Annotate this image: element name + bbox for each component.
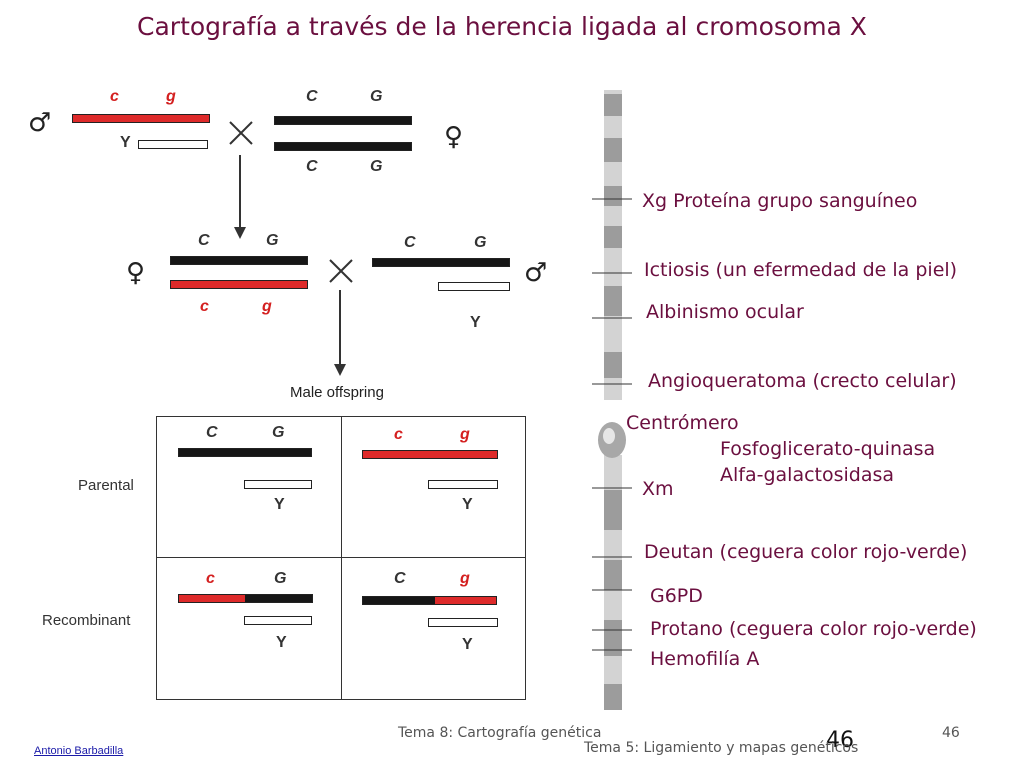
x-chromosome-ideogram: [592, 90, 632, 710]
female-symbol: ♀: [126, 258, 146, 288]
gene-label-g6pd: G6PD: [650, 585, 703, 607]
grid-divider: [157, 557, 525, 558]
gene-label-fosfoglicerato: Fosfoglicerato-quinasa: [720, 438, 936, 460]
x-chromosome-bar-left: [178, 594, 246, 603]
x-chromosome-bar-right: [245, 594, 313, 603]
x-chromosome-bar: [274, 116, 412, 125]
footer-subtitle: Tema 5: Ligamiento y mapas genéticos: [584, 740, 859, 756]
y-label: Y: [470, 314, 481, 331]
x-chromosome-bar: [170, 256, 308, 265]
x-chromosome-bar: [362, 450, 498, 459]
allele-label: G: [370, 158, 383, 175]
y-chromosome-bar: [138, 140, 208, 149]
footer-topic: Tema 8: Cartografía genética: [398, 725, 602, 741]
y-chromosome-bar: [428, 618, 498, 627]
allele-label: C: [206, 424, 218, 441]
allele-label: G: [370, 88, 383, 105]
arrow-down: [334, 290, 346, 376]
x-chromosome-bar: [72, 114, 210, 123]
allele-label: c: [200, 298, 209, 315]
allele-label: C: [404, 234, 416, 251]
cross-symbol: [229, 121, 253, 145]
x-chromosome-bar: [170, 280, 308, 289]
female-symbol: ♀: [444, 122, 464, 152]
x-chromosome-bar: [274, 142, 412, 151]
x-chromosome-bar-left: [362, 596, 436, 605]
allele-label: c: [394, 426, 403, 443]
x-chromosome-bar: [178, 448, 312, 457]
allele-label: C: [306, 158, 318, 175]
cross-symbol: [329, 259, 353, 283]
y-chromosome-bar: [244, 616, 312, 625]
allele-label: c: [206, 570, 215, 587]
allele-label: g: [262, 298, 272, 315]
gene-label-deutan: Deutan (ceguera color rojo-verde): [644, 541, 968, 563]
y-label: Y: [462, 496, 473, 513]
gene-label-galactosidasa: Alfa-galactosidasa: [720, 464, 895, 486]
allele-label: c: [110, 88, 119, 105]
gene-label-xm: Xm: [642, 478, 674, 500]
allele-label: g: [166, 88, 176, 105]
gene-label-ictiosis: Ictiosis (un efermedad de la piel): [644, 259, 958, 281]
y-label: Y: [462, 636, 473, 653]
allele-label: g: [460, 426, 470, 443]
row-label-parental: Parental: [78, 477, 134, 494]
y-chromosome-bar: [244, 480, 312, 489]
y-chromosome-bar: [438, 282, 510, 291]
male-symbol: ♂: [524, 258, 548, 288]
allele-label: G: [274, 570, 287, 587]
x-chromosome-bar: [372, 258, 510, 267]
row-label-recombinant: Recombinant: [42, 612, 131, 629]
gene-label-albinismo: Albinismo ocular: [646, 301, 804, 323]
x-chromosome-bar-right: [435, 596, 497, 605]
y-label: Y: [274, 496, 285, 513]
offspring-grid: [156, 416, 526, 700]
male-symbol: ♂: [28, 108, 52, 138]
page-number-large: 46: [826, 728, 854, 753]
y-label: Y: [276, 634, 287, 651]
gene-label-protano: Protano (ceguera color rojo-verde): [650, 618, 977, 640]
allele-label: G: [474, 234, 487, 251]
centromere-label: Centrómero: [626, 412, 739, 434]
page-number: 46: [942, 725, 960, 741]
y-chromosome-bar: [428, 480, 498, 489]
allele-label: G: [266, 232, 279, 249]
allele-label: g: [460, 570, 470, 587]
allele-label: C: [394, 570, 406, 587]
allele-label: C: [198, 232, 210, 249]
allele-label: C: [306, 88, 318, 105]
gene-label-hemofilia: Hemofilía A: [650, 648, 760, 670]
male-offspring-label: Male offspring: [290, 384, 384, 401]
gene-label-angioqueratoma: Angioqueratoma (crecto celular): [648, 370, 957, 392]
slide-title: Cartografía a través de la herencia liga…: [137, 12, 867, 41]
y-label: Y: [120, 134, 131, 151]
author-link[interactable]: Antonio Barbadilla: [34, 745, 124, 757]
gene-label-xg: Xg Proteína grupo sanguíneo: [642, 190, 918, 212]
grid-divider: [341, 417, 342, 699]
arrow-down: [234, 155, 246, 239]
allele-label: G: [272, 424, 285, 441]
